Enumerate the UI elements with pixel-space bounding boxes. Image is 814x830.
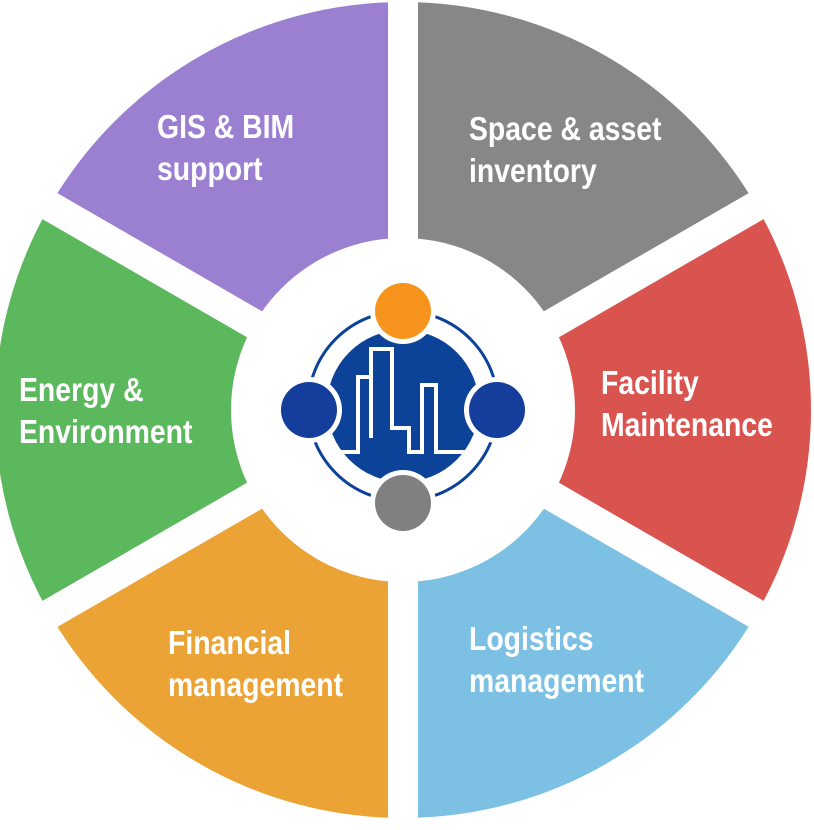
person-bottom-icon [375,475,431,531]
segment-energy [0,206,403,614]
building-team-icon [276,278,530,536]
person-left-icon [281,382,337,438]
segment-facility [403,206,811,614]
person-top-icon [375,283,431,339]
person-right-icon [469,382,525,438]
segment-label-energy: Energy &Environment [19,371,193,450]
